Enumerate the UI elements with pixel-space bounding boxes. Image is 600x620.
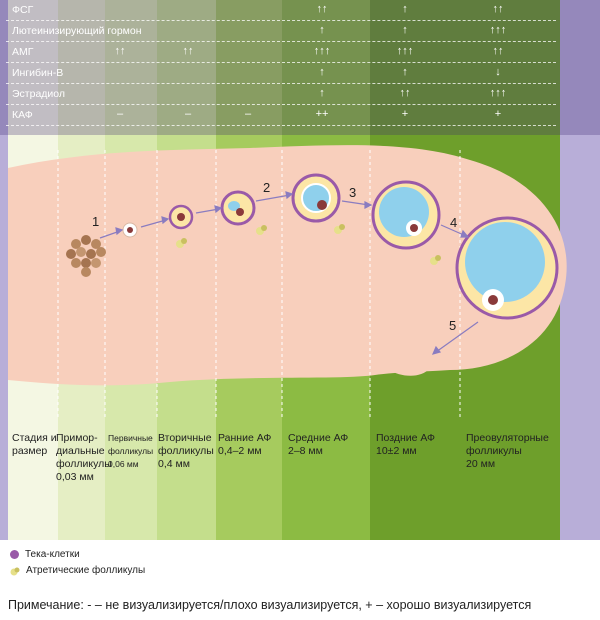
middle-af-follicle bbox=[293, 175, 339, 221]
stage-primordial: Примор-диальные фолликулы 0,03 мм bbox=[56, 432, 108, 484]
stage-secondary: Вторичные фолликулы 0,4 мм bbox=[158, 432, 216, 471]
preovulatory-follicle bbox=[457, 218, 557, 318]
early-af-follicle bbox=[222, 192, 254, 224]
atretic-follicle-icon bbox=[10, 566, 20, 576]
secondary-follicle bbox=[170, 206, 192, 228]
step-number: 5 bbox=[449, 318, 456, 333]
theca-cell-icon bbox=[10, 550, 19, 559]
stage-name: Ранние АФ bbox=[218, 432, 282, 445]
step-number: 2 bbox=[263, 180, 270, 195]
stage-name: Преовуляторные фолликулы bbox=[466, 432, 556, 458]
step-number: 4 bbox=[450, 215, 457, 230]
step-number: 1 bbox=[92, 214, 99, 229]
footnote: Примечание: - – не визуализируется/плохо… bbox=[8, 598, 531, 612]
legend-theca: Тека-клетки bbox=[10, 549, 80, 560]
stage-size: 20 мм bbox=[466, 458, 556, 471]
stage-primary: Первичные фолликулы 0,06 мм bbox=[108, 432, 156, 471]
stage-size: 0,4–2 мм bbox=[218, 445, 282, 458]
stage-header: Стадия и размер bbox=[12, 432, 60, 458]
step-number: 3 bbox=[349, 185, 356, 200]
stage-late-af: Поздние АФ 10±2 мм bbox=[376, 432, 456, 458]
legend-atretic-label: Атретические фолликулы bbox=[26, 565, 145, 576]
stage-size: 0,4 мм bbox=[158, 458, 216, 471]
legend-atretic: Атретические фолликулы bbox=[10, 565, 145, 576]
late-af-follicle bbox=[373, 182, 439, 248]
primary-follicle bbox=[123, 223, 137, 237]
stage-middle-af: Средние АФ 2–8 мм bbox=[288, 432, 368, 458]
stage-name: Примор-диальные фолликулы bbox=[56, 432, 108, 471]
stage-preovulatory: Преовуляторные фолликулы 20 мм bbox=[466, 432, 556, 471]
stage-size: 2–8 мм bbox=[288, 445, 368, 458]
legend-theca-label: Тека-клетки bbox=[25, 549, 80, 560]
stage-size: 10±2 мм bbox=[376, 445, 456, 458]
stage-size: 0,06 мм bbox=[108, 458, 156, 471]
stage-name: Первичные фолликулы bbox=[108, 432, 156, 458]
stage-size: 0,03 мм bbox=[56, 471, 108, 484]
stage-early-af: Ранние АФ 0,4–2 мм bbox=[218, 432, 282, 458]
stage-name: Средние АФ bbox=[288, 432, 368, 445]
stage-name: Поздние АФ bbox=[376, 432, 456, 445]
stage-name: Вторичные фолликулы bbox=[158, 432, 216, 458]
